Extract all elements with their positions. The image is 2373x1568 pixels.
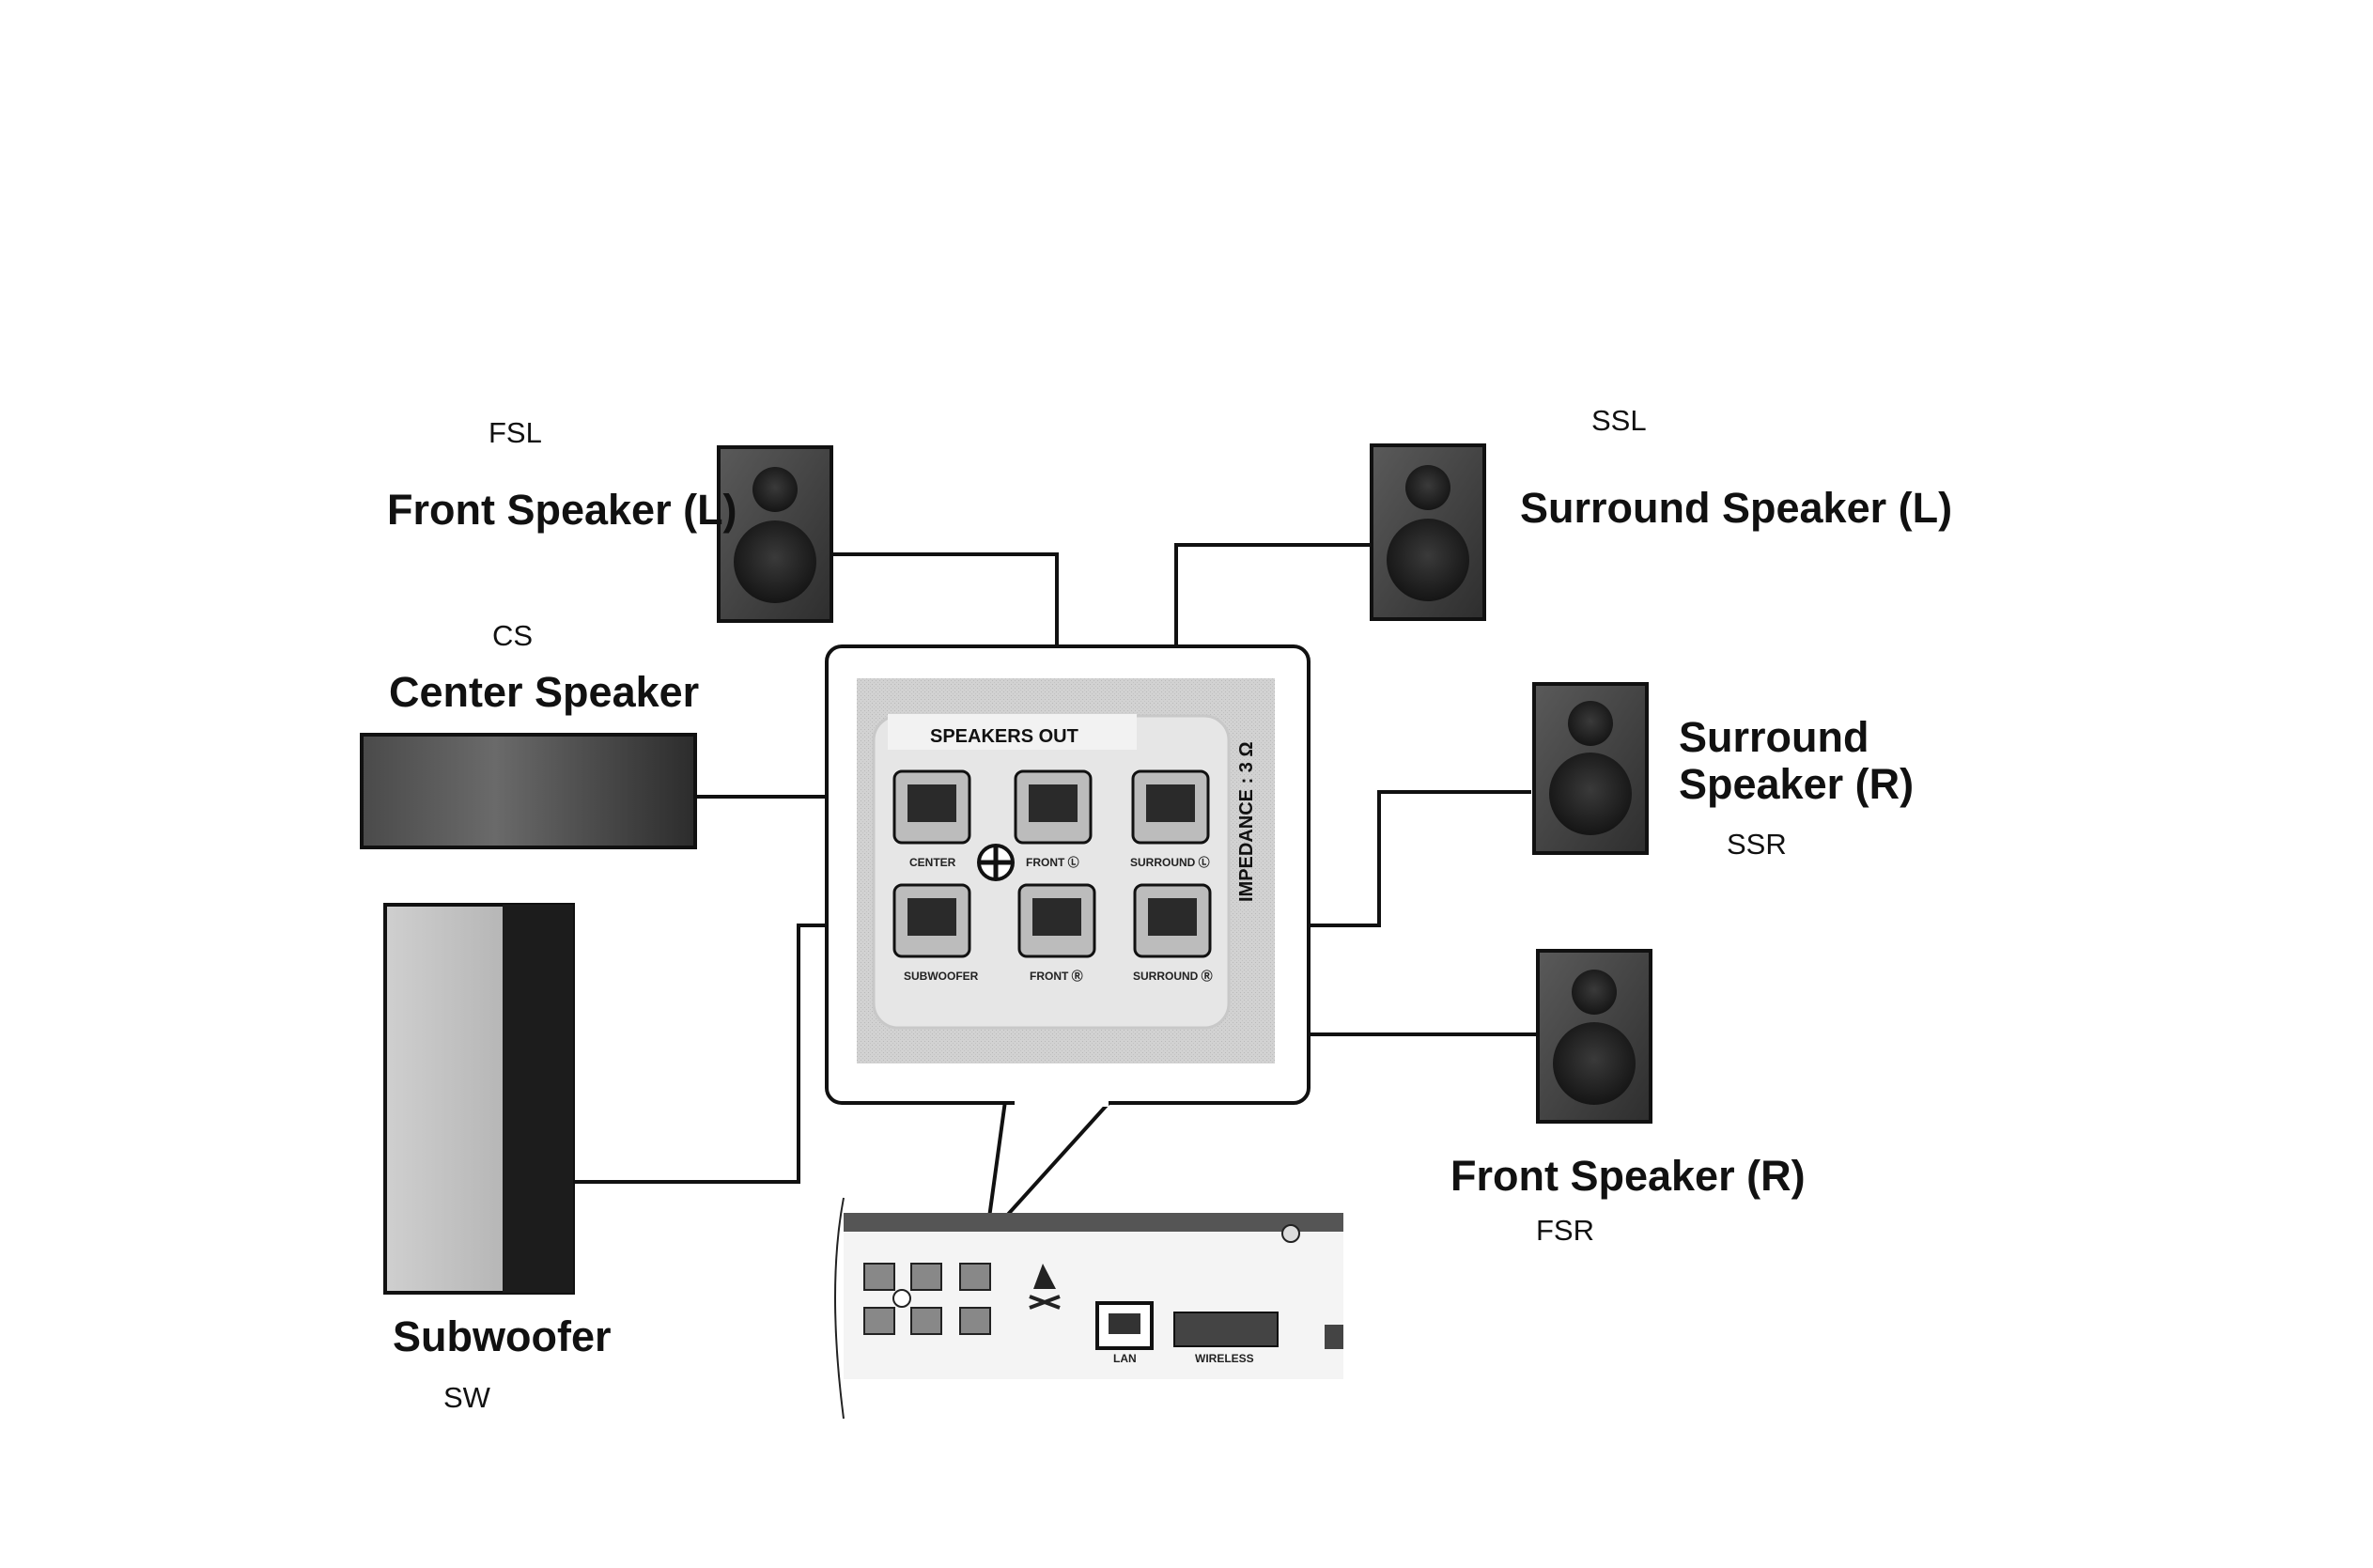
jack-subwoofer-label: SUBWOOFER <box>904 970 979 983</box>
jack-surround-right-label: SURROUND Ⓡ <box>1133 969 1213 983</box>
surround-left-label: Surround Speaker (L) <box>1520 484 1952 532</box>
jack-front-right-socket <box>1032 898 1081 936</box>
jack-center-socket <box>907 784 956 822</box>
surround-right-tweeter <box>1568 701 1613 746</box>
wireless-connector-icon <box>1173 1312 1279 1347</box>
jack-front-left-socket <box>1029 784 1078 822</box>
lan-port-socket <box>1109 1313 1140 1334</box>
surround-left-tweeter <box>1405 465 1450 510</box>
unit-top-edge <box>844 1213 1343 1232</box>
lan-label: LAN <box>1113 1352 1137 1365</box>
subwoofer <box>383 903 575 1295</box>
wireless-label: WIRELESS <box>1195 1352 1254 1365</box>
surround-left-speaker <box>1370 443 1486 621</box>
main-unit-rear: LAN WIRELESS <box>834 1197 1343 1420</box>
surround-right-woofer <box>1549 753 1632 835</box>
front-right-label: Front Speaker (R) <box>1450 1152 1806 1200</box>
jack-surround-left-socket <box>1146 784 1195 822</box>
unit-cut-edge <box>834 1197 845 1420</box>
unit-rear-body <box>844 1213 1343 1379</box>
subwoofer-side <box>503 905 573 1293</box>
unit-plus-icon <box>892 1289 911 1308</box>
jack-front-right-label: FRONT Ⓡ <box>1030 969 1083 983</box>
center-speaker-cabinet <box>360 733 697 849</box>
unit-port-partial-icon <box>1325 1325 1343 1349</box>
plus-icon <box>977 844 1015 881</box>
surround-right-label-line1: Surround <box>1679 713 1869 761</box>
center-speaker <box>360 733 697 849</box>
surround-right-label-line2: Speaker (R) <box>1679 760 1914 808</box>
front-right-speaker <box>1536 949 1652 1124</box>
jack-surround-right-socket <box>1148 898 1197 936</box>
panel-title-tab <box>888 714 1137 750</box>
callout-pointer-join <box>1015 1097 1109 1107</box>
subwoofer-label: Subwoofer <box>393 1312 612 1360</box>
warning-symbol-icon <box>1029 1264 1061 1310</box>
surround-left-code: SSL <box>1591 404 1647 437</box>
center-code: CS <box>492 619 533 652</box>
front-right-code: FSR <box>1536 1214 1594 1247</box>
subwoofer-code: SW <box>443 1381 491 1414</box>
front-left-label: Front Speaker (L) <box>387 486 737 534</box>
impedance-label: IMPEDANCE : 3 Ω <box>1236 742 1257 903</box>
jack-surround-left-label: SURROUND Ⓛ <box>1130 855 1210 869</box>
unit-speaker-terminal <box>863 1263 991 1335</box>
jack-subwoofer-socket <box>907 898 956 936</box>
center-label: Center Speaker <box>389 668 699 716</box>
jack-front-left-label: FRONT Ⓛ <box>1026 855 1079 869</box>
surround-right-code: SSR <box>1727 828 1787 861</box>
surround-right-speaker <box>1532 682 1649 855</box>
surround-left-woofer <box>1387 519 1469 601</box>
front-left-speaker <box>717 445 833 623</box>
speakers-out-callout: SPEAKERS OUT CENTER FRONT Ⓛ SURROUND Ⓛ S… <box>825 644 1311 1245</box>
panel-title: SPEAKERS OUT <box>930 726 1078 747</box>
unit-screw-icon <box>1281 1224 1300 1243</box>
front-left-tweeter <box>752 467 798 512</box>
front-left-code: FSL <box>489 416 542 449</box>
jack-center-label: CENTER <box>909 856 956 869</box>
front-right-tweeter <box>1572 970 1617 1015</box>
front-left-woofer <box>734 520 816 603</box>
front-right-woofer <box>1553 1022 1636 1105</box>
